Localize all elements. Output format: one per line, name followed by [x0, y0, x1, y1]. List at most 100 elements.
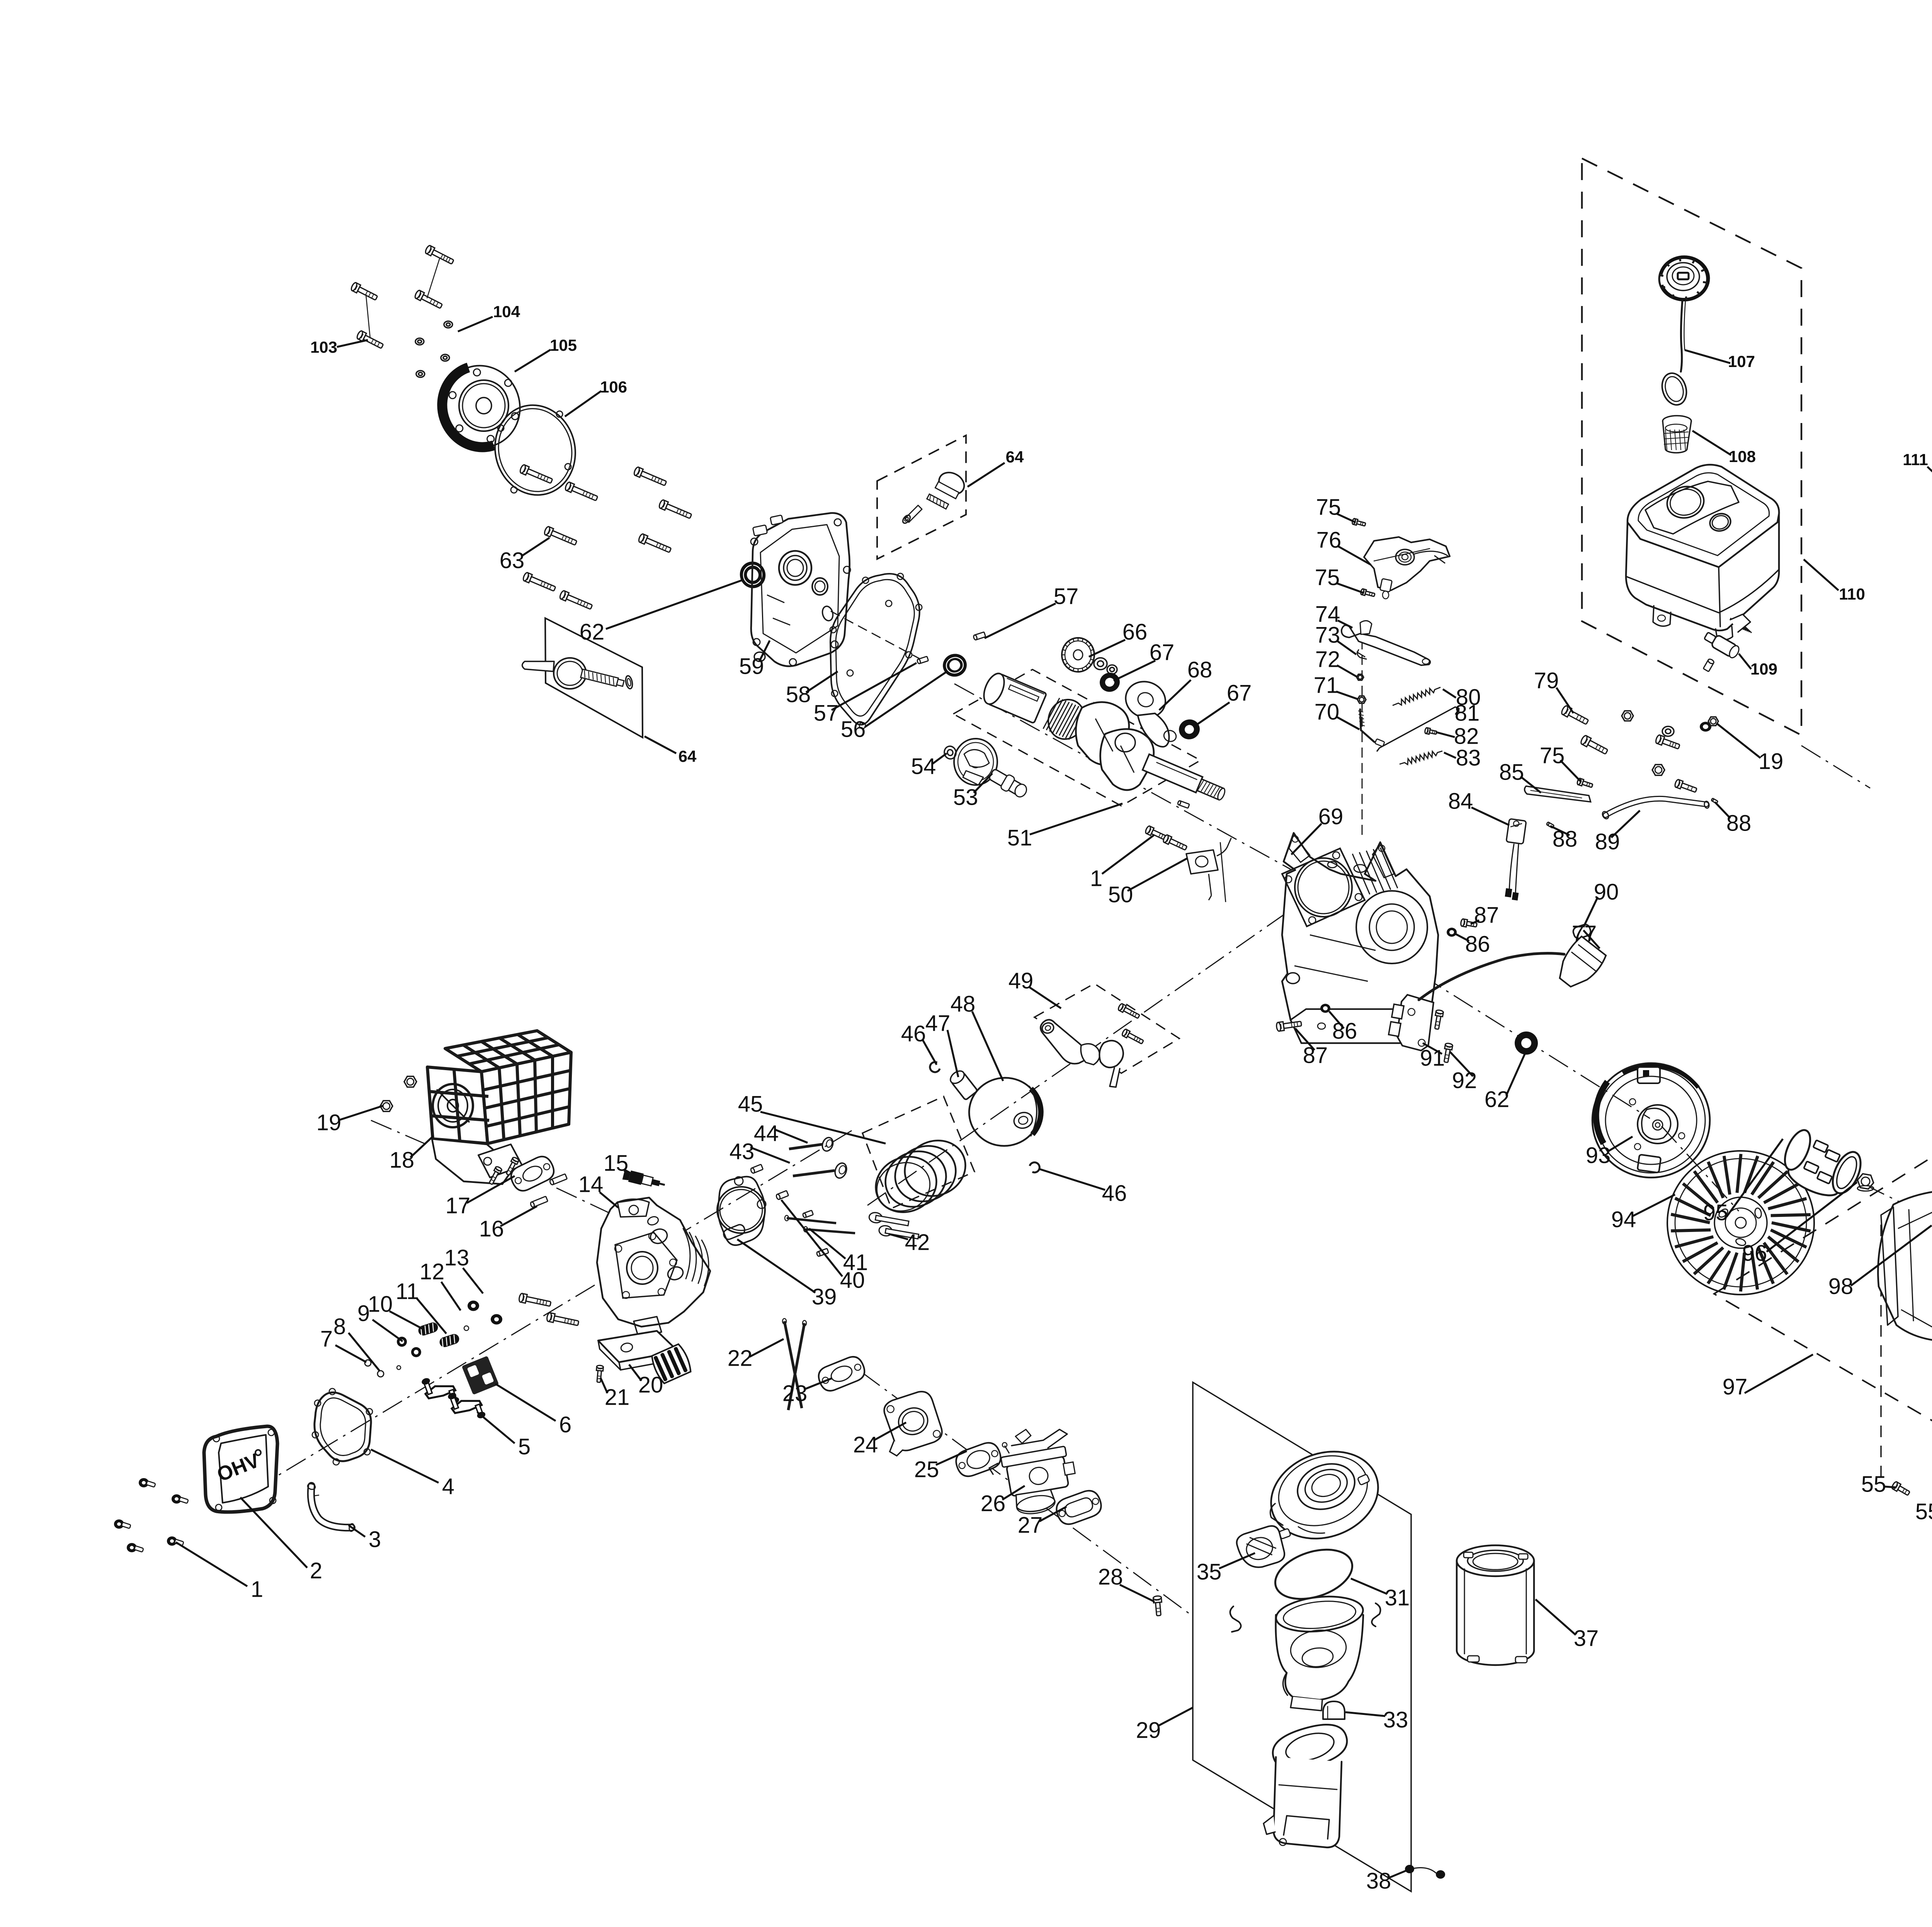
- svg-text:46: 46: [901, 1021, 926, 1046]
- svg-text:103: 103: [310, 338, 337, 356]
- svg-text:105: 105: [550, 336, 577, 354]
- svg-text:21: 21: [605, 1385, 630, 1410]
- svg-text:24: 24: [853, 1432, 878, 1457]
- svg-text:75: 75: [1540, 743, 1565, 768]
- svg-text:41: 41: [843, 1250, 868, 1275]
- svg-text:55: 55: [1861, 1472, 1886, 1497]
- svg-text:109: 109: [1750, 660, 1777, 678]
- svg-text:38: 38: [1366, 1868, 1391, 1893]
- svg-text:3: 3: [369, 1527, 381, 1552]
- svg-text:74: 74: [1315, 602, 1340, 627]
- svg-text:2: 2: [310, 1558, 322, 1583]
- svg-text:46: 46: [1102, 1181, 1127, 1206]
- svg-text:88: 88: [1726, 811, 1752, 836]
- svg-text:83: 83: [1456, 745, 1481, 770]
- svg-text:85: 85: [1499, 760, 1524, 785]
- svg-text:23: 23: [782, 1381, 808, 1406]
- svg-text:28: 28: [1098, 1564, 1123, 1589]
- svg-text:68: 68: [1187, 657, 1213, 682]
- svg-text:8: 8: [333, 1314, 346, 1339]
- svg-text:67: 67: [1150, 640, 1175, 665]
- svg-text:95: 95: [1703, 1200, 1728, 1225]
- svg-text:44: 44: [754, 1121, 779, 1146]
- svg-text:26: 26: [981, 1491, 1006, 1516]
- svg-text:29: 29: [1136, 1718, 1161, 1743]
- svg-text:77: 77: [1572, 921, 1597, 946]
- svg-text:73: 73: [1315, 622, 1340, 647]
- svg-text:107: 107: [1728, 352, 1755, 370]
- svg-text:86: 86: [1465, 931, 1490, 957]
- svg-text:104: 104: [493, 302, 520, 321]
- svg-text:47: 47: [925, 1011, 951, 1036]
- svg-text:110: 110: [1839, 585, 1865, 603]
- svg-text:49: 49: [1009, 968, 1034, 993]
- svg-text:58: 58: [786, 682, 811, 707]
- svg-text:20: 20: [638, 1372, 663, 1397]
- svg-text:62: 62: [1485, 1087, 1510, 1112]
- svg-text:54: 54: [911, 754, 936, 779]
- svg-text:75: 75: [1316, 494, 1341, 520]
- svg-text:16: 16: [479, 1216, 504, 1241]
- svg-text:67: 67: [1227, 680, 1252, 705]
- svg-text:45: 45: [738, 1091, 763, 1116]
- svg-text:71: 71: [1314, 673, 1339, 698]
- svg-text:39: 39: [812, 1284, 837, 1309]
- svg-text:53: 53: [953, 785, 978, 810]
- svg-text:19: 19: [316, 1110, 342, 1135]
- svg-text:33: 33: [1383, 1707, 1408, 1732]
- svg-text:57: 57: [1054, 584, 1079, 609]
- svg-text:9: 9: [357, 1301, 370, 1326]
- svg-text:56: 56: [841, 717, 866, 742]
- svg-text:72: 72: [1315, 647, 1340, 672]
- svg-text:90: 90: [1594, 879, 1619, 904]
- svg-text:98: 98: [1828, 1274, 1854, 1299]
- svg-text:25: 25: [914, 1457, 939, 1482]
- svg-text:59: 59: [739, 654, 764, 679]
- svg-text:96: 96: [1742, 1240, 1767, 1266]
- svg-text:94: 94: [1611, 1207, 1636, 1232]
- svg-text:93: 93: [1586, 1143, 1611, 1168]
- svg-text:11: 11: [396, 1279, 419, 1304]
- svg-text:31: 31: [1385, 1585, 1410, 1610]
- svg-text:50: 50: [1108, 882, 1133, 907]
- svg-text:81: 81: [1455, 700, 1480, 726]
- svg-text:37: 37: [1574, 1626, 1599, 1651]
- svg-text:13: 13: [444, 1245, 469, 1270]
- svg-text:17: 17: [446, 1193, 471, 1218]
- svg-text:35: 35: [1197, 1559, 1222, 1584]
- svg-text:64: 64: [679, 747, 697, 765]
- svg-text:84: 84: [1448, 788, 1473, 814]
- svg-text:92: 92: [1452, 1068, 1477, 1093]
- svg-text:64: 64: [1006, 448, 1024, 466]
- svg-text:57: 57: [814, 700, 839, 726]
- svg-text:75: 75: [1315, 565, 1340, 590]
- svg-text:76: 76: [1316, 527, 1342, 552]
- svg-text:40: 40: [840, 1268, 865, 1293]
- svg-text:15: 15: [604, 1150, 629, 1176]
- svg-text:5: 5: [518, 1434, 531, 1459]
- svg-text:89: 89: [1595, 829, 1620, 854]
- svg-text:7: 7: [320, 1326, 333, 1351]
- svg-text:82: 82: [1454, 724, 1479, 749]
- svg-text:91: 91: [1420, 1045, 1445, 1071]
- svg-text:87: 87: [1474, 902, 1499, 928]
- svg-text:66: 66: [1122, 619, 1148, 644]
- svg-text:106: 106: [600, 378, 627, 396]
- svg-text:87: 87: [1303, 1043, 1328, 1068]
- svg-text:69: 69: [1318, 804, 1344, 829]
- svg-text:22: 22: [728, 1346, 753, 1371]
- svg-text:86: 86: [1332, 1018, 1357, 1043]
- svg-text:12: 12: [420, 1259, 445, 1284]
- svg-text:55: 55: [1915, 1499, 1932, 1524]
- svg-text:42: 42: [905, 1230, 930, 1255]
- svg-text:111: 111: [1903, 450, 1928, 469]
- svg-text:6: 6: [559, 1412, 571, 1437]
- svg-text:18: 18: [389, 1147, 415, 1173]
- svg-text:79: 79: [1534, 668, 1559, 693]
- svg-text:48: 48: [951, 991, 976, 1016]
- svg-text:1: 1: [251, 1577, 263, 1602]
- svg-text:10: 10: [368, 1291, 393, 1317]
- svg-text:27: 27: [1018, 1512, 1043, 1538]
- svg-text:70: 70: [1315, 699, 1340, 724]
- svg-text:97: 97: [1723, 1374, 1748, 1399]
